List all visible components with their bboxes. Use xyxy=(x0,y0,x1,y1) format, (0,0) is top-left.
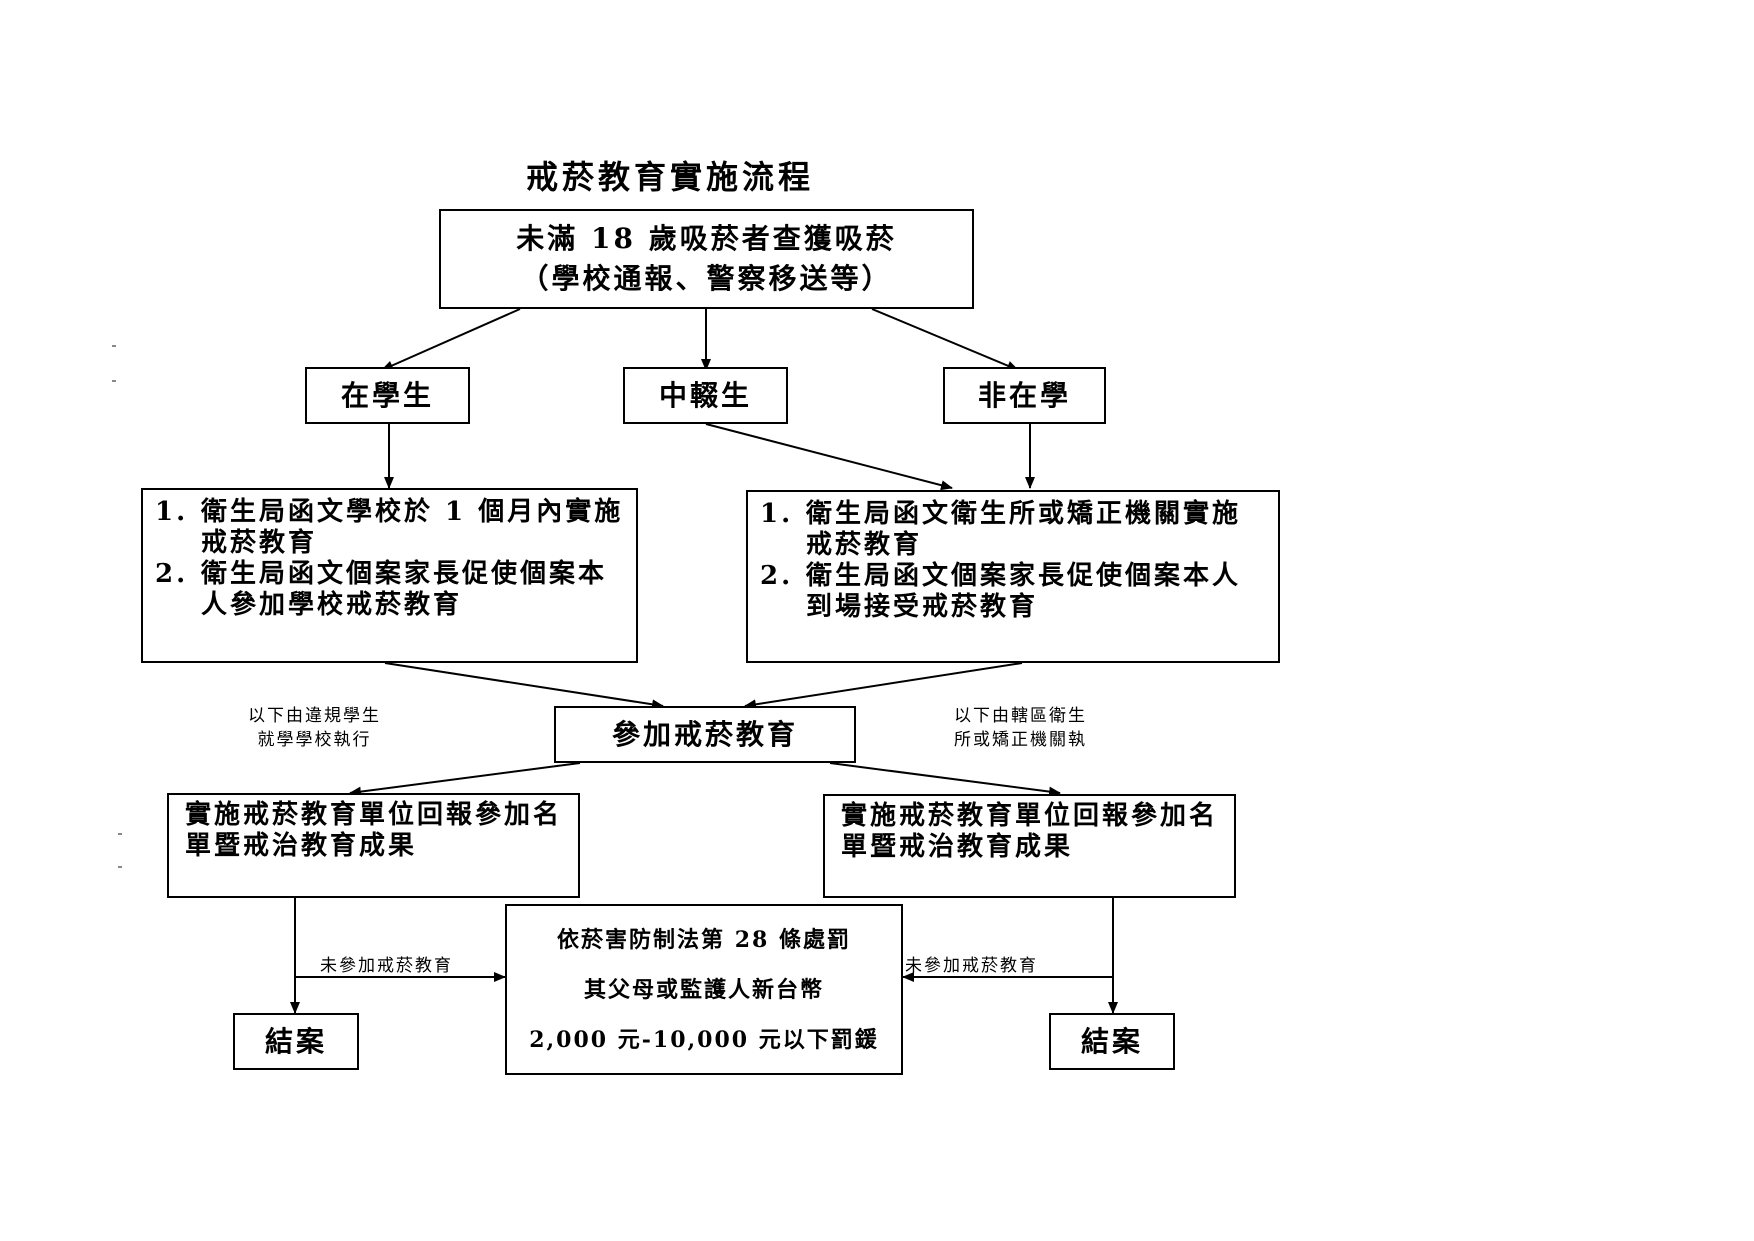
close-left-box: 結案 xyxy=(233,1013,359,1070)
close-right-box: 結案 xyxy=(1049,1013,1175,1070)
scan-speck xyxy=(118,833,122,835)
penalty-line-3: 2,000 元-10,000 元以下罰鍰 xyxy=(529,1026,879,1053)
health-action-number: 2. xyxy=(760,561,794,591)
category-student-label: 在學生 xyxy=(340,378,434,412)
category-dropout-label: 中輟生 xyxy=(658,378,752,412)
health-action-number: 1. xyxy=(760,499,794,529)
school-action-text: 衛生局函文學校於 1 個月內實施戒菸教育 xyxy=(201,497,624,558)
report-left-text: 實施戒菸教育單位回報參加名單暨戒治教育成果 xyxy=(185,800,563,861)
school-action-number: 2. xyxy=(155,559,189,589)
health-action-text: 衛生局函文衛生所或矯正機關實施戒菸教育 xyxy=(806,499,1242,560)
school-action-number: 1. xyxy=(155,497,189,527)
report-right-box: 實施戒菸教育單位回報參加名單暨戒治教育成果 xyxy=(823,794,1236,898)
arrow-start-to-nonstudent xyxy=(871,308,1019,371)
school-action-item: 2. 衛生局函文個案家長促使個案本人參加學校戒菸教育 xyxy=(155,559,624,621)
note-right-line-2: 所或矯正機關執 xyxy=(954,730,1087,750)
arrow-attend-to-report-right xyxy=(829,762,1061,797)
note-left-line-2: 就學學校執行 xyxy=(257,730,372,750)
edge-label-left: 未參加戒菸教育 xyxy=(320,956,453,976)
note-right-line-1: 以下由轄區衛生 xyxy=(954,706,1087,726)
note-right: 以下由轄區衛生 所或矯正機關執 xyxy=(954,704,1087,752)
start-box: 未滿 18 歲吸菸者查獲吸菸 （學校通報、警察移送等） xyxy=(439,209,974,309)
arrow-health-to-attend xyxy=(744,662,1023,710)
penalty-line-1: 依菸害防制法第 28 條處罰 xyxy=(557,926,851,953)
arrow-dropout-to-health xyxy=(705,423,953,491)
arrow-school-to-attend xyxy=(384,662,664,710)
school-action-item: 1. 衛生局函文學校於 1 個月內實施戒菸教育 xyxy=(155,497,624,559)
penalty-box: 依菸害防制法第 28 條處罰 其父母或監護人新台幣 2,000 元-10,000… xyxy=(505,904,903,1075)
edge-label-right: 未參加戒菸教育 xyxy=(905,956,1038,976)
health-action-item: 2. 衛生局函文個案家長促使個案本人到場接受戒菸教育 xyxy=(760,561,1266,623)
health-action-item: 1. 衛生局函文衛生所或矯正機關實施戒菸教育 xyxy=(760,499,1266,561)
category-nonstudent: 非在學 xyxy=(943,367,1106,424)
school-action-text: 衛生局函文個案家長促使個案本人參加學校戒菸教育 xyxy=(201,559,608,620)
note-left: 以下由違規學生 就學學校執行 xyxy=(248,704,381,752)
close-right-label: 結案 xyxy=(1080,1024,1143,1058)
category-student: 在學生 xyxy=(305,367,470,424)
health-actions-box: 1. 衛生局函文衛生所或矯正機關實施戒菸教育 2. 衛生局函文個案家長促使個案本… xyxy=(746,490,1280,663)
close-left-label: 結案 xyxy=(264,1024,327,1058)
start-line-1: 未滿 18 歲吸菸者查獲吸菸 xyxy=(516,222,897,255)
arrow-attend-to-report-left xyxy=(349,762,581,797)
health-action-text: 衛生局函文個案家長促使個案本人到場接受戒菸教育 xyxy=(806,561,1242,622)
school-actions-box: 1. 衛生局函文學校於 1 個月內實施戒菸教育 2. 衛生局函文個案家長促使個案… xyxy=(141,488,638,663)
scan-speck xyxy=(112,345,116,347)
arrow-start-to-student xyxy=(381,308,521,371)
scan-speck xyxy=(118,866,122,868)
diagram-title: 戒菸教育實施流程 xyxy=(526,158,815,196)
report-right-text: 實施戒菸教育單位回報參加名單暨戒治教育成果 xyxy=(841,801,1219,862)
attend-label: 參加戒菸教育 xyxy=(611,717,798,751)
category-dropout: 中輟生 xyxy=(623,367,788,424)
category-nonstudent-label: 非在學 xyxy=(977,378,1071,412)
start-line-2: （學校通報、警察移送等） xyxy=(520,262,893,295)
report-left-box: 實施戒菸教育單位回報參加名單暨戒治教育成果 xyxy=(167,793,580,898)
note-left-line-1: 以下由違規學生 xyxy=(248,706,381,726)
scan-speck xyxy=(112,380,116,382)
attend-box: 參加戒菸教育 xyxy=(554,706,856,763)
penalty-line-2: 其父母或監護人新台幣 xyxy=(583,976,824,1003)
